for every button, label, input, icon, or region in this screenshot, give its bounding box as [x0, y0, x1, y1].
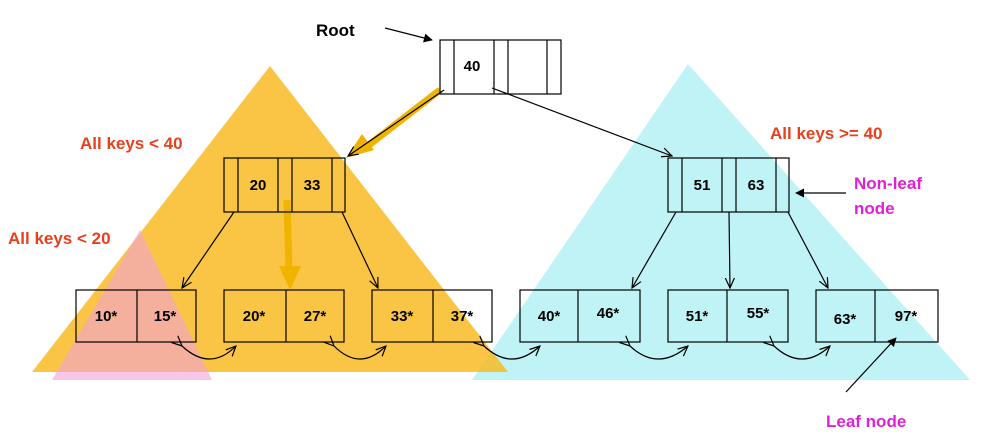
leaf-1-key-2: 15* — [154, 308, 177, 325]
leaf-4-key-1: 40* — [538, 308, 561, 325]
edge-inner-right-to-leaf-6 — [787, 211, 828, 288]
leaf-pointer-arrow — [845, 337, 897, 393]
inner-left-key-1: 20 — [250, 177, 267, 194]
non-leaf-label-line2: node — [854, 199, 895, 218]
inner-node-left: 20 33 — [223, 157, 346, 213]
leaf-3-key-2: 37* — [451, 308, 474, 325]
non-leaf-label-line1: Non-leaf — [854, 174, 922, 193]
sibling-link-5-6 — [774, 346, 830, 360]
leaf-node-2: 20* 27* — [223, 289, 345, 343]
edge-root-to-inner-left — [348, 89, 445, 156]
leaf-6-key-1: 63* — [834, 311, 857, 328]
left-range-label: All keys < 40 — [80, 134, 183, 153]
leaf-node-label: Leaf node — [826, 412, 906, 431]
leaf-6-key-2: 97* — [895, 308, 918, 325]
leaf-1-key-1: 10* — [95, 308, 118, 325]
leaf-4-key-2: 46* — [597, 305, 620, 322]
leaf-node-4: 40* 46* — [519, 289, 641, 343]
sibling-link-2-3 — [334, 346, 386, 360]
leaf-node-3: 33* 37* — [371, 289, 493, 343]
leaf-node-6: 63* 97* — [815, 289, 939, 343]
root-node: 40 — [439, 39, 562, 95]
leaf-5-key-1: 51* — [686, 308, 709, 325]
sibling-link-3-4 — [484, 346, 540, 360]
inner-left-key-2: 33 — [304, 177, 321, 194]
edge-inner-right-to-leaf-5 — [729, 211, 730, 288]
inner-right-key-2: 63 — [748, 177, 765, 194]
inner-node-right: 51 63 — [667, 157, 790, 213]
sibling-link-4-5 — [630, 346, 688, 360]
leaf-node-1: 10* 15* — [75, 289, 197, 343]
inner-right-key-1: 51 — [694, 177, 711, 194]
leaf-2-key-1: 20* — [243, 308, 266, 325]
edge-root-to-inner-right — [491, 87, 672, 156]
root-key-1: 40 — [464, 58, 481, 75]
leftmost-range-label: All keys < 20 — [8, 229, 111, 248]
edge-inner-right-to-leaf-4 — [632, 211, 677, 288]
root-label: Root — [316, 21, 355, 40]
search-path-arrowhead-2 — [279, 266, 301, 290]
leaf-3-key-1: 33* — [391, 308, 414, 325]
right-range-label: All keys >= 40 — [770, 124, 882, 143]
edge-inner-left-to-leaf-3 — [341, 211, 378, 288]
edge-inner-left-to-leaf-1 — [182, 211, 235, 288]
right-range-region — [472, 64, 970, 380]
leaf-node-5: 51* 55* — [667, 289, 789, 343]
sibling-link-1-2 — [182, 346, 236, 360]
leaf-2-key-2: 27* — [304, 308, 327, 325]
root-pointer-arrow — [384, 27, 433, 43]
search-path-arrow-2 — [283, 199, 293, 271]
leaf-5-key-2: 55* — [747, 305, 770, 322]
